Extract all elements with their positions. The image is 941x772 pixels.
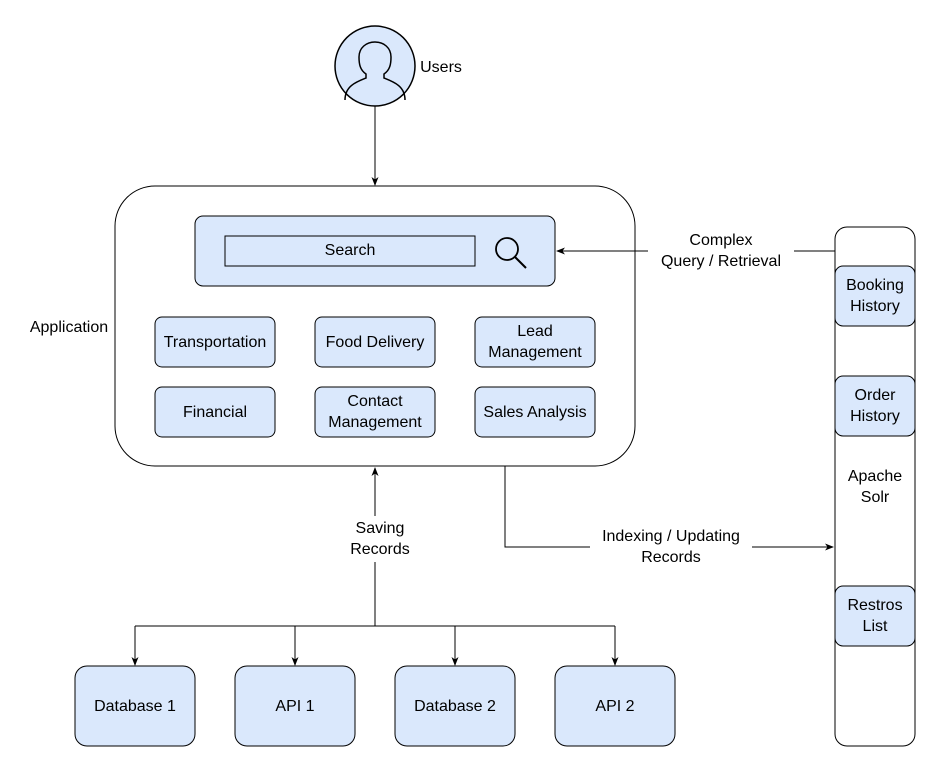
contact-management-box bbox=[314, 386, 436, 438]
search-panel bbox=[194, 215, 556, 287]
users-node bbox=[334, 25, 416, 107]
sales-analysis-box bbox=[474, 386, 596, 438]
sales-analysis-label: Sales Analysis bbox=[483, 403, 587, 421]
indexing-records-label: Indexing / Updating Records bbox=[590, 524, 752, 570]
lead-management-box bbox=[474, 316, 596, 368]
application-label: Application bbox=[29, 318, 109, 336]
search-label: Search bbox=[324, 242, 376, 259]
transportation-box bbox=[154, 316, 276, 368]
order-history-box bbox=[834, 375, 916, 437]
users-label: Users bbox=[420, 58, 462, 76]
user-icon bbox=[344, 41, 406, 101]
database-2-label: Database 2 bbox=[414, 697, 496, 715]
lead-management-label: Lead Management bbox=[488, 323, 582, 361]
api-1-label: API 1 bbox=[275, 697, 315, 715]
complex-query-label: Complex Query / Retrieval bbox=[648, 229, 794, 273]
restros-list-box bbox=[834, 585, 916, 647]
search-input-box bbox=[224, 235, 476, 267]
booking-history-label: Booking History bbox=[846, 277, 904, 315]
order-history-label: Order History bbox=[850, 387, 900, 425]
contact-management-label: Contact Management bbox=[328, 393, 422, 431]
food-delivery-label: Food Delivery bbox=[325, 333, 425, 351]
saving-records-label: Saving Records bbox=[340, 516, 420, 562]
restros-list-label: Restros List bbox=[847, 597, 903, 635]
database-1-label: Database 1 bbox=[94, 697, 176, 715]
api-2-box bbox=[554, 665, 676, 747]
search-icon bbox=[495, 237, 527, 269]
api-2-label: API 2 bbox=[595, 697, 635, 715]
financial-label: Financial bbox=[182, 403, 248, 421]
transportation-label: Transportation bbox=[163, 333, 267, 351]
database-2-box bbox=[394, 665, 516, 747]
api-1-box bbox=[234, 665, 356, 747]
edge-saving-records bbox=[131, 467, 619, 666]
financial-box bbox=[154, 386, 276, 438]
booking-history-box bbox=[834, 265, 916, 327]
database-1-box bbox=[74, 665, 196, 747]
apache-solr-label: Apache Solr bbox=[847, 468, 903, 506]
food-delivery-box bbox=[314, 316, 436, 368]
